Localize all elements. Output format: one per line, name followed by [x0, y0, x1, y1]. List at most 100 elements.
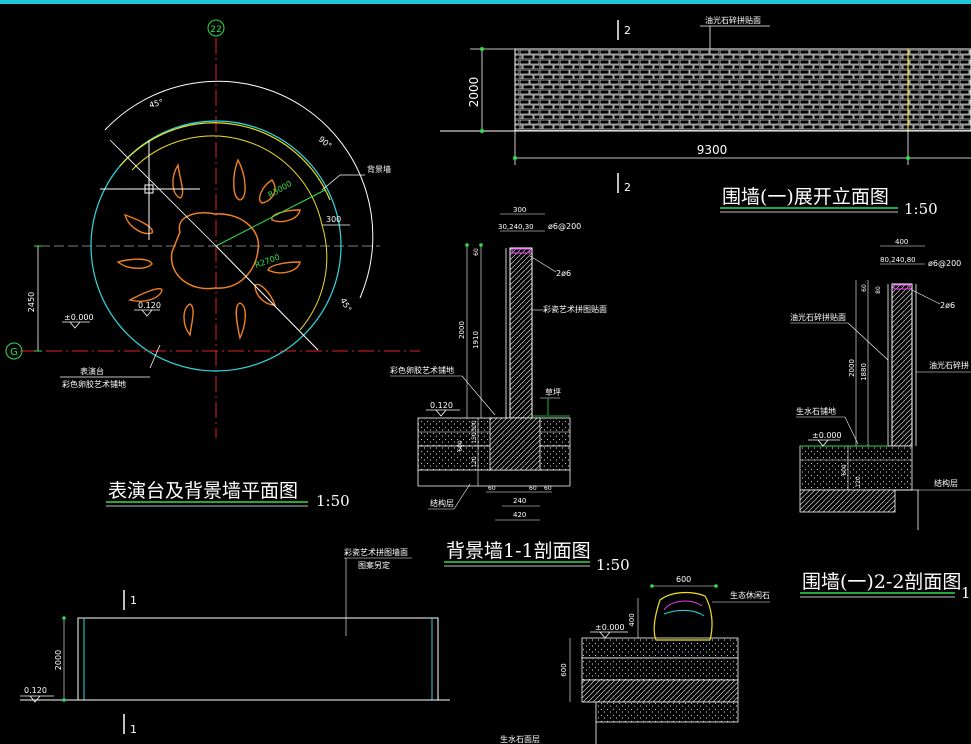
stone-detail: 600 400 生态休闲石 ±0.000 600 生水石面层 — [500, 575, 770, 744]
s22-rebar-top: ø6@200 — [928, 259, 961, 268]
s22-face-right: 油光石碎拼 — [929, 360, 969, 370]
s22-d1880: 1880 — [860, 363, 868, 381]
s11-d1910: 1910 — [472, 331, 480, 349]
s11-d420: 420 — [513, 511, 526, 519]
s22-dim-80-240: 80,240,80 — [880, 256, 916, 264]
eb-level: 0.120 — [24, 686, 47, 695]
s22-dtop: 80 — [875, 286, 882, 294]
plan-title: 表演台及背景墙平面图 — [108, 480, 298, 502]
s22-level: ±0.000 — [812, 431, 842, 440]
elev1-top-note: 油光石碎拼贴面 — [705, 15, 761, 25]
r3000-label: R3000 — [267, 179, 294, 200]
level-0: ±0.000 — [64, 313, 94, 322]
s22-title: 围墙(一)2-2剖面图 — [802, 571, 961, 593]
wall-arc-yellow — [119, 122, 331, 201]
s22-stack-600: 600 — [841, 464, 848, 476]
axis-g-label: G — [10, 347, 18, 358]
s22-base — [799, 445, 913, 491]
wall-arc-inner — [131, 135, 328, 331]
elev1-scale: 1:50 — [904, 200, 938, 218]
s22-wall — [891, 283, 913, 447]
eb-wall — [77, 617, 439, 701]
elevation-1: 油光石碎拼贴面 2 2 2000 9300 围墙(一)展开立面图 1:50 — [440, 15, 971, 218]
s22-dim-400: 400 — [895, 238, 908, 246]
s11-d240: 240 — [513, 497, 526, 505]
s11-stack-600: 600 — [457, 440, 464, 452]
s22-green-note: 生水石铺地 — [796, 406, 836, 416]
s11-rebar-2: 2ø6 — [556, 269, 571, 278]
s11-grass: 草坪 — [545, 387, 561, 397]
s22-scale: 1 — [961, 584, 971, 602]
stone-wall — [514, 48, 971, 132]
s11-dim-300: 300 — [513, 206, 526, 214]
s11-rebar-top: ø6@200 — [548, 222, 581, 231]
s11-left-note: 彩色卵胶艺术铺地 — [390, 365, 454, 375]
s22-face-left: 油光石碎拼贴面 — [790, 312, 846, 322]
top-border — [0, 0, 971, 4]
s22-d2000: 2000 — [848, 359, 856, 377]
plan-view: 22 G R3000 R2700 — [5, 19, 420, 510]
outer-circle — [90, 120, 342, 372]
elev1-dim-h: 2000 — [467, 77, 481, 108]
stone-d600v: 600 — [560, 663, 568, 676]
r2700-leader — [215, 245, 319, 351]
s11-stack-150: 150 — [471, 432, 478, 444]
elevation-bottom: 彩瓷艺术拼图墙面 图案另定 1 1 2000 0.120 — [20, 547, 450, 736]
center-stage-blob — [170, 211, 260, 290]
s11-title: 背景墙1-1剖面图 — [446, 540, 591, 562]
eb-note: 彩瓷艺术拼图墙面 — [344, 547, 408, 557]
stone-level: ±0.000 — [595, 623, 625, 632]
plan-scale: 1:50 — [316, 492, 350, 510]
dim-arc — [104, 80, 374, 299]
eb-mark-top: 1 — [130, 594, 137, 607]
angle-45-a: 45° — [148, 98, 164, 110]
s22-d60: 60 — [861, 284, 868, 292]
s11-level: 0.120 — [430, 401, 453, 410]
diag-dim-45 — [109, 139, 217, 247]
s11-d60: 60 — [473, 248, 480, 256]
cursor-crosshair — [100, 140, 200, 240]
s11-scale: 1:50 — [596, 556, 630, 574]
s22-stack-120: 120 — [855, 476, 862, 488]
s11-wall — [509, 247, 533, 419]
s22-struct: 结构层 — [934, 478, 958, 488]
note-stage: 表演台 — [80, 366, 104, 376]
angle-90: 90° — [317, 135, 334, 151]
section-1-1: 300 30,240,30 ø6@200 2ø6 彩瓷艺术拼图贴面 2000 1… — [390, 206, 630, 574]
s11-bd-60c: 60 — [544, 485, 552, 492]
s11-struct: 结构层 — [430, 498, 454, 508]
s11-bd-60a: 60 — [488, 485, 496, 492]
sec-mark-bottom: 2 — [624, 181, 631, 194]
note-paving: 彩色卵胶艺术铺地 — [62, 379, 126, 389]
s11-dim-30-240: 30,240,30 — [498, 223, 534, 231]
axis-g-bubble — [5, 342, 23, 360]
level-012: 0.120 — [138, 301, 161, 310]
stone-d600: 600 — [676, 575, 691, 584]
angle-45-c: 45° — [338, 297, 353, 314]
petals — [116, 158, 301, 341]
bgwall-label: 背景墙 — [367, 164, 391, 174]
eb-d2000: 2000 — [54, 650, 63, 670]
elev1-title: 围墙(一)展开立面图 — [722, 186, 889, 208]
stone-outline — [653, 591, 713, 641]
elev1-dim-w: 9300 — [697, 143, 728, 157]
eb-note2: 图案另定 — [358, 560, 390, 570]
s11-face-note: 彩瓷艺术拼图贴面 — [543, 304, 607, 314]
axis-22-label: 22 — [210, 25, 221, 35]
stone-label: 生态休闲石 — [730, 590, 770, 600]
sec-mark-top: 2 — [624, 24, 631, 37]
dim-300: 300 — [326, 215, 341, 224]
s11-stack-300: 300 — [471, 420, 478, 432]
axis-22-bubble — [207, 19, 225, 37]
s22-rebar-2: 2ø6 — [940, 301, 955, 310]
s11-d2000: 2000 — [458, 321, 466, 339]
dim-2450: 2450 — [27, 292, 36, 312]
stone-bottom: 生水石面层 — [500, 734, 540, 744]
eb-mark-bottom: 1 — [130, 723, 137, 736]
section-2-2: 400 80,240,80 ø6@200 2ø6 2000 1880 60 80… — [790, 238, 971, 602]
stone-d400: 400 — [628, 613, 636, 626]
s11-stack-120: 120 — [471, 456, 478, 468]
r3000-leader — [215, 189, 326, 247]
s11-bd-60b: 60 — [529, 485, 537, 492]
